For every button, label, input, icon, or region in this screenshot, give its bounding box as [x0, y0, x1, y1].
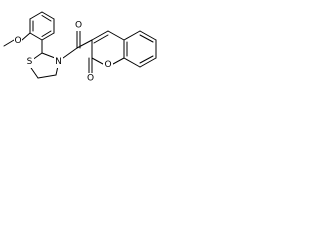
- amide-oxygen-label: O: [75, 21, 82, 31]
- bond-c4a-c5: [123, 30, 141, 41]
- bond-carbonyl-c3: [76, 39, 93, 49]
- amide-carbonyl: [62, 30, 93, 59]
- methoxyphenyl-ring: [29, 11, 55, 54]
- bond-c3-c4-inner: [93, 34, 109, 44]
- atom-label-thiazolidine-n: N: [54, 56, 63, 68]
- bond-ph-3: [41, 11, 55, 20]
- bond-c8-c8a: [123, 57, 141, 68]
- bond-ph-6: [29, 32, 43, 41]
- bond-c2-s: [33, 52, 43, 60]
- atom-label-lactone-carbonyl-o: O: [86, 73, 95, 84]
- sulfur-label: S: [27, 57, 33, 67]
- bond-ph-3-inner: [41, 15, 52, 22]
- bond-n-carbonyl-c: [62, 47, 78, 59]
- methoxy-group: [3, 32, 31, 47]
- bond-c8a-o1: [112, 57, 125, 65]
- bond-c7-c8-inner: [139, 55, 154, 64]
- bond-c7-c8: [139, 57, 157, 68]
- atom-label-carbonyl-o: O: [74, 20, 83, 31]
- bond-c4-c4a: [107, 30, 125, 41]
- bond-ph-2: [29, 11, 43, 20]
- atom-label-thiazolidine-s: S: [25, 56, 34, 68]
- bond-ph-5-inner: [41, 30, 52, 37]
- bond-o1-c2: [91, 57, 104, 65]
- atom-label-methoxy-o: O: [14, 35, 22, 46]
- atom-label-lactone-o: O: [103, 59, 113, 71]
- bond-ph-5: [41, 32, 55, 41]
- bond-c5-c6-inner: [139, 34, 154, 43]
- bond-c5-c6: [139, 30, 157, 41]
- lactone-carbonyl-oxygen-label: O: [87, 74, 94, 84]
- bond-n-c2: [41, 52, 56, 59]
- lactone-ring-oxygen-label: O: [104, 60, 111, 70]
- chemical-structure-diagram: O S N O O O: [3, 11, 157, 84]
- nitrogen-label: N: [55, 57, 62, 67]
- coumarin-ring-system: [88, 30, 157, 74]
- bond-methyl-o: [3, 39, 15, 47]
- methoxy-oxygen-label: O: [14, 36, 21, 46]
- bond-c5-c4: [37, 74, 57, 79]
- bond-c3-c4: [91, 30, 109, 41]
- bond-o-aryl: [21, 32, 31, 41]
